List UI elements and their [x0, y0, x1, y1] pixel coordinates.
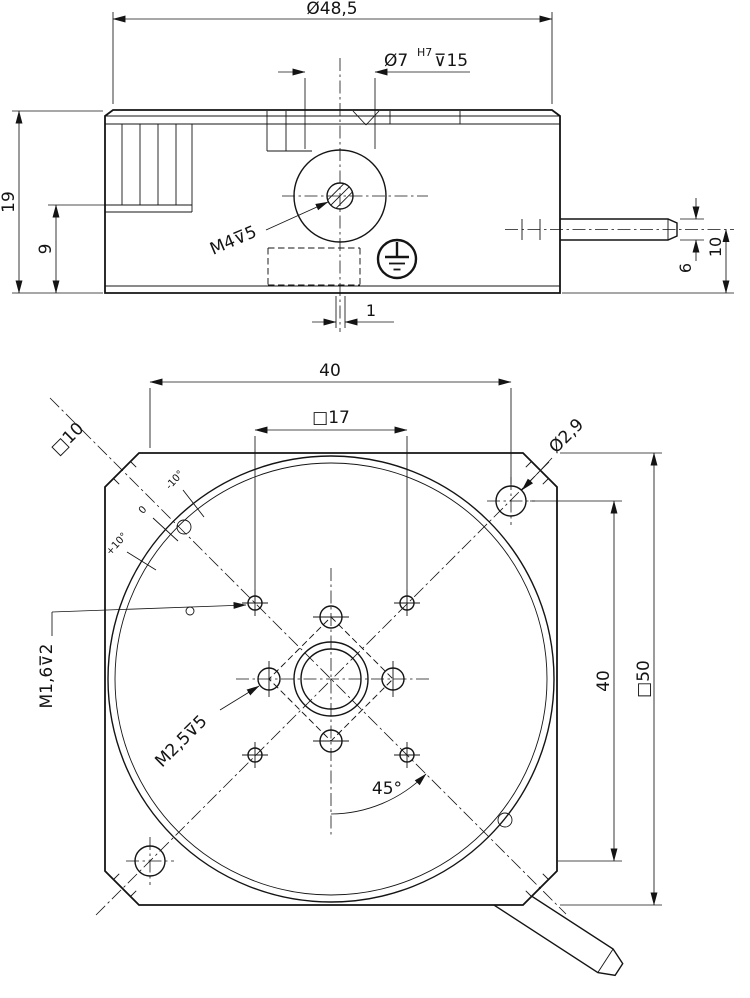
dim-overall-diameter: Ø48,5 — [306, 0, 357, 19]
dim-square17: □17 — [312, 408, 350, 428]
plan-view: 40 □17 Ø2,9 □10 M1,6⊽2 M2,5⊽5 45° — [37, 361, 662, 977]
side-view: Ø48,5 Ø7 H7 ⊽15 19 9 M4⊽5 — [0, 0, 734, 332]
anti-diagonal-centerline — [95, 461, 550, 916]
dim-hole-spacing-right: 40 — [594, 670, 614, 692]
dim-offset: 1 — [366, 301, 376, 320]
dim-bore-diameter: Ø7 — [384, 51, 408, 71]
plan-body — [49, 397, 567, 916]
side-view-dimensions: Ø48,5 Ø7 H7 ⊽15 19 9 M4⊽5 — [0, 0, 734, 328]
dim-cable-diameter: 6 — [676, 263, 695, 273]
dim-square10: □10 — [47, 419, 88, 460]
dim-bore-depth: ⊽15 — [434, 51, 468, 71]
dim-hole-spacing-top: 40 — [319, 361, 341, 381]
earth-symbol-icon — [376, 238, 418, 280]
dim-thread-m16: M1,6⊽2 — [37, 644, 57, 709]
dim-total-height: 19 — [0, 191, 19, 213]
dim-angle-45: 45° — [372, 779, 402, 799]
dim-outline-square50: □50 — [634, 660, 654, 698]
dim-cable-height: 10 — [706, 237, 725, 257]
dim-corner-hole: Ø2,9 — [545, 415, 588, 458]
square10-pattern — [268, 616, 394, 742]
dim-bore-tolerance: H7 — [417, 46, 432, 59]
dim-step-height: 9 — [36, 244, 56, 255]
diagonal-centerline — [49, 397, 567, 915]
side-body — [104, 58, 734, 332]
